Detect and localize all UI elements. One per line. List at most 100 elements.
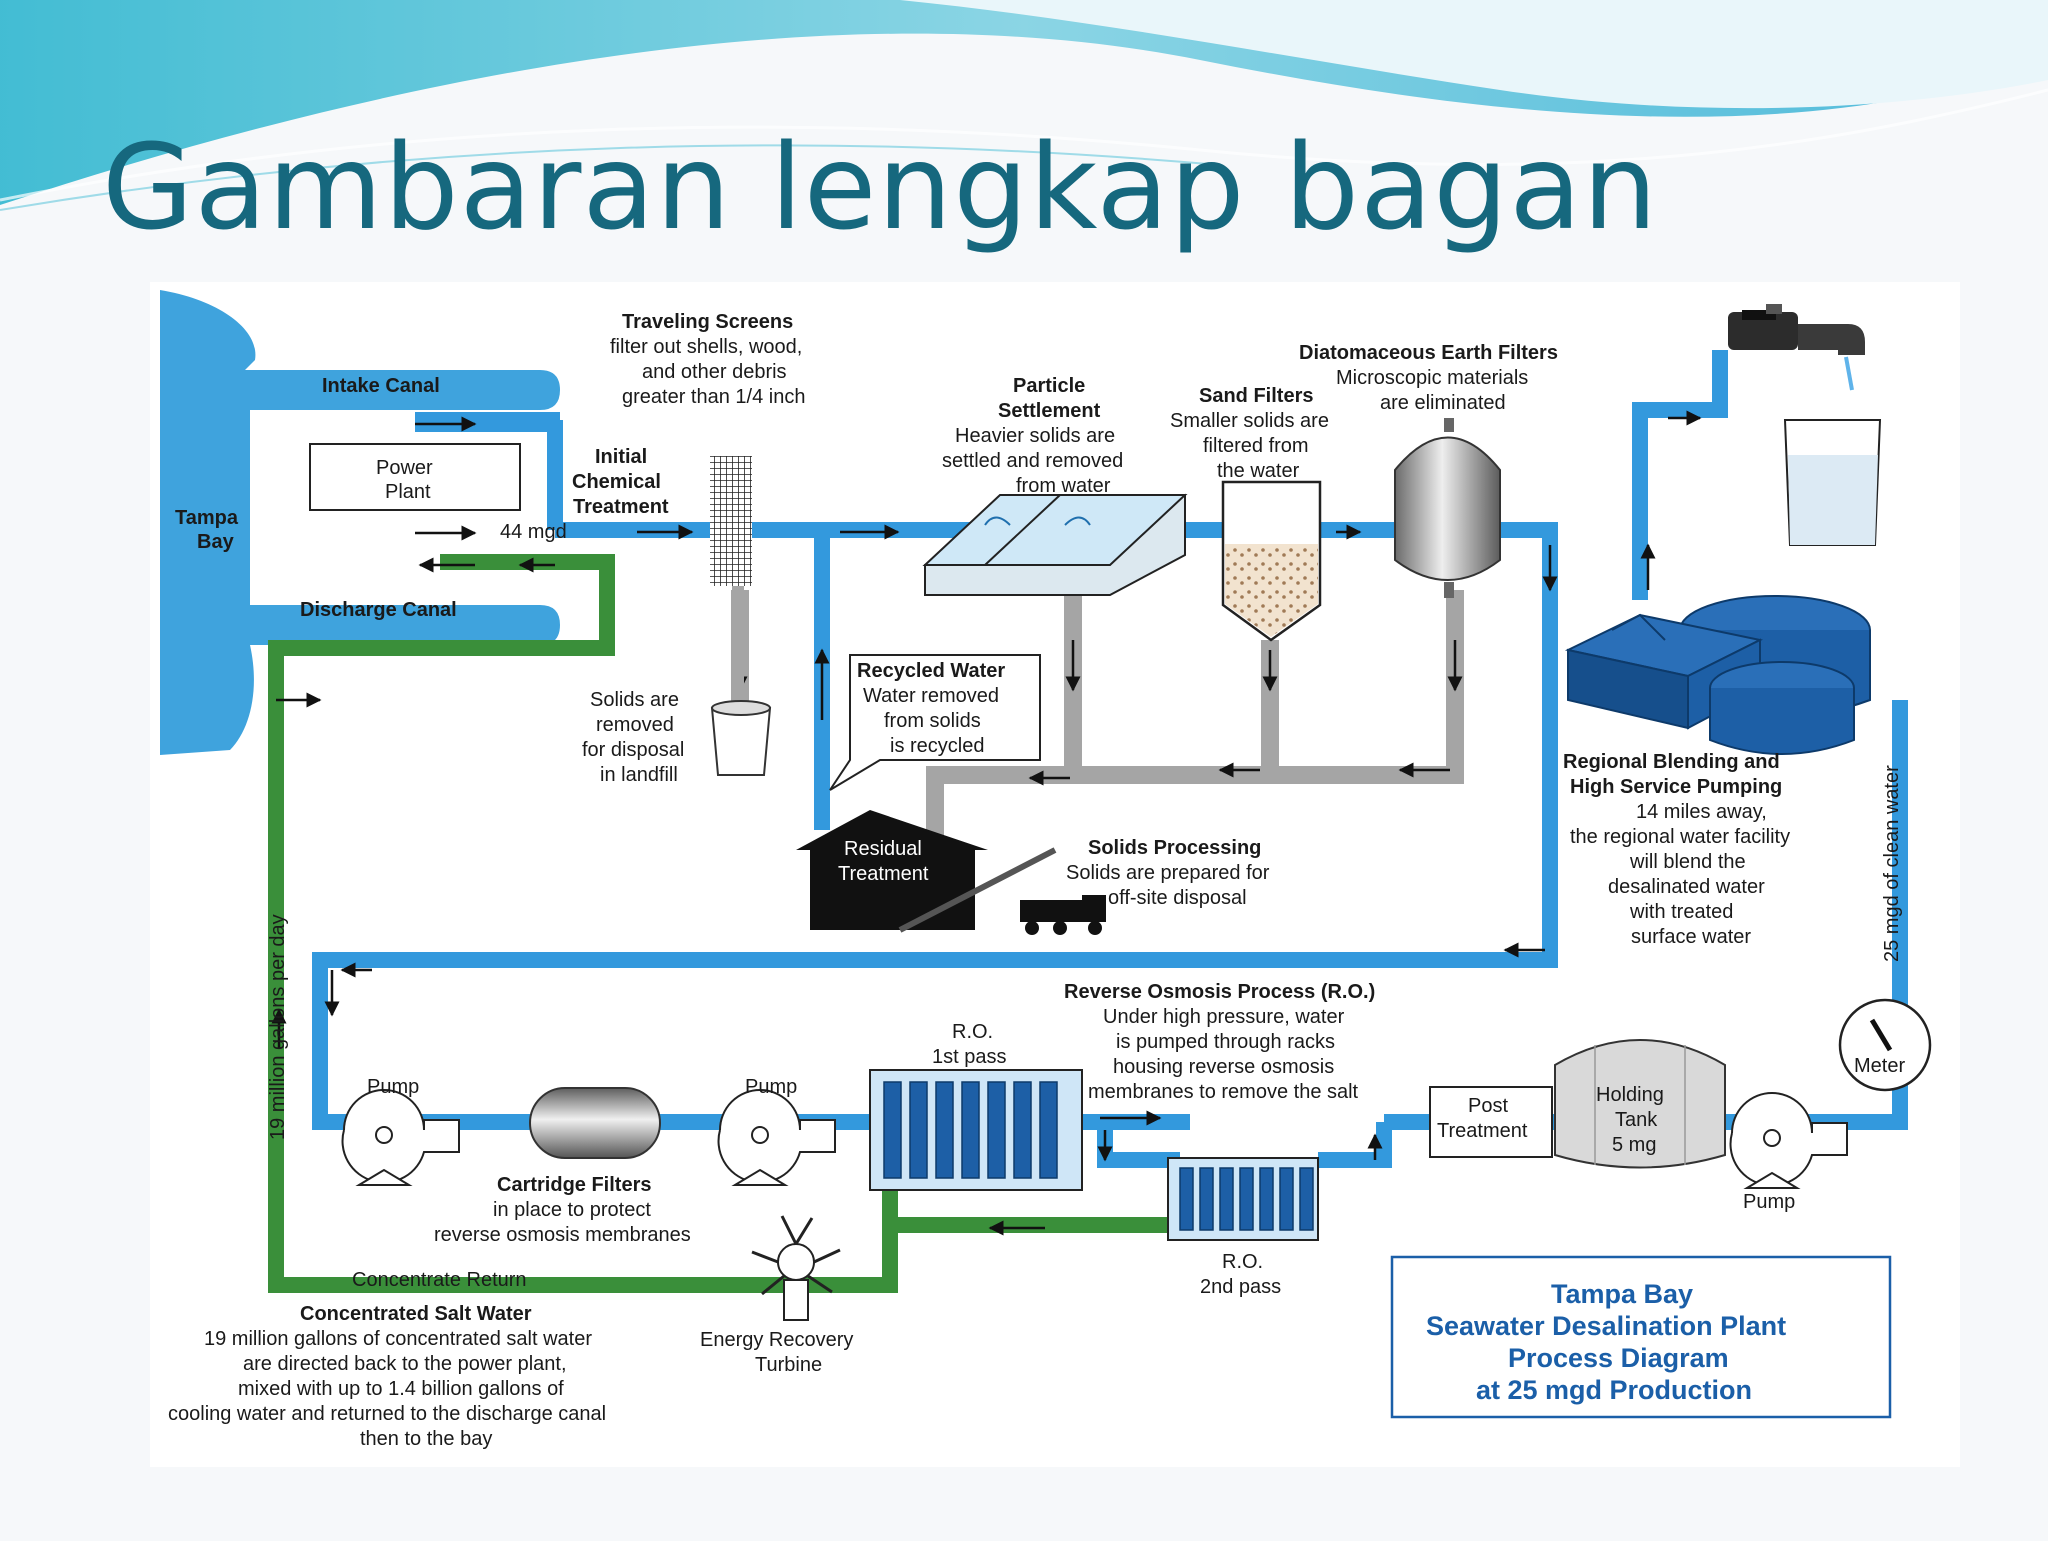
particle-title-2: Settlement [998,400,1101,422]
regional-title-2: High Service Pumping [1570,776,1782,798]
pump-label-2: Pump [745,1076,797,1098]
salt-body-2: are directed back to the power plant, [243,1353,567,1375]
salt-body-3: mixed with up to 1.4 billion gallons of [238,1378,564,1400]
initial-chem-1: Initial [595,446,647,468]
recycled-title: Recycled Water [857,660,1005,682]
salt-body-5: then to the bay [360,1428,492,1450]
cartridge-title: Cartridge Filters [497,1174,651,1196]
residual-building-roof [796,810,988,850]
ro-title: Reverse Osmosis Process (R.O.) [1064,981,1375,1003]
traveling-screens-3: greater than 1/4 inch [622,386,805,408]
diatom-title: Diatomaceous Earth Filters [1299,342,1558,364]
meter-label: Meter [1854,1055,1905,1077]
holding-label-2: Tank [1615,1109,1658,1131]
recycled-callout [829,654,1041,791]
water-glass-icon [1783,419,1882,546]
residual-2: Treatment [838,863,929,885]
box-line-2: Seawater Desalination Plant [1426,1311,1786,1341]
cartridge-body-1: in place to protect [493,1199,651,1221]
green-concentrate-pipe [268,554,1175,1293]
salt-body-1: 19 million gallons of concentrated salt … [204,1328,592,1350]
solids-removed-2: removed [596,714,674,736]
regional-title-1: Regional Blending and [1563,751,1780,773]
faucet-icon [1728,304,1865,391]
settlement-basin [922,493,1188,596]
header-wave [0,0,2048,211]
energy-label-1: Energy Recovery [700,1329,853,1351]
traveling-screen [710,456,752,586]
solids-proc-2: off-site disposal [1108,887,1247,909]
cartridge-body-2: reverse osmosis membranes [434,1224,691,1246]
solids-proc-title: Solids Processing [1088,837,1261,859]
solids-proc-1: Solids are prepared for [1066,862,1270,884]
pump-label-1: Pump [367,1076,419,1098]
box-line-3: Process Diagram [1508,1343,1729,1373]
ro-body-3: housing reverse osmosis [1113,1056,1334,1078]
intake-canal-label: Intake Canal [322,375,440,397]
diatom-body-1: Microscopic materials [1336,367,1528,389]
residual-1: Residual [844,838,922,860]
regional-body-1: 14 miles away, [1636,801,1767,823]
regional-body-3: will blend the [1629,851,1746,873]
particle-body-2: settled and removed [942,450,1123,472]
initial-chem-2: Chemical [572,471,661,493]
post-label-2: Treatment [1437,1120,1528,1142]
ro-first-pass [869,1069,1083,1191]
truck-icon [1020,895,1106,935]
sand-filter [1221,480,1322,642]
salt-title: Concentrated Salt Water [300,1303,532,1325]
regional-body-2: the regional water facility [1570,826,1790,848]
energy-label-2: Turbine [755,1354,822,1376]
regional-body-4: desalinated water [1608,876,1765,898]
nineteen-mgd-label: 19 million gallons per day [267,914,289,1140]
disposal-bucket [710,707,772,776]
box-line-1: Tampa Bay [1551,1279,1693,1309]
particle-title-1: Particle [1013,375,1085,397]
particle-body-1: Heavier solids are [955,425,1115,447]
sand-body-3: the water [1217,460,1300,482]
box-line-4: at 25 mgd Production [1476,1375,1752,1405]
holding-tank [1554,1039,1726,1169]
clean-water-label: 25 mgd of clean water [1881,765,1903,962]
cartridge-filter [529,1087,661,1159]
power-plant-label-2: Plant [385,481,431,503]
ro-body-4: membranes to remove the salt [1088,1081,1359,1103]
production-box [1390,1255,1892,1419]
tampa-bay-label-2: Bay [197,531,235,553]
solids-removed-4: in landfill [600,764,678,786]
holding-label-1: Holding [1596,1084,1664,1106]
ro2-label-1: R.O. [1222,1251,1263,1273]
ro-body-1: Under high pressure, water [1103,1006,1345,1028]
slide-title: Gambaran lengkap bagan [102,118,1659,256]
ro1-label-2: 1st pass [932,1046,1006,1068]
recycled-body-3: is recycled [890,735,984,757]
power-plant-box [309,443,521,511]
pump-icon-2 [717,1089,836,1186]
ro-second-pass [1167,1157,1319,1241]
recycled-body-2: from solids [884,710,981,732]
sand-title: Sand Filters [1199,385,1313,407]
salt-body-4: cooling water and returned to the discha… [168,1403,606,1425]
flow-44-label: 44 mgd [500,521,567,543]
diagram-text: Intake Canal Tampa Bay Power Plant 44 mg… [168,311,1905,1450]
turbine-icon [751,1215,841,1321]
initial-chem-3: Treatment [573,496,669,518]
tampa-bay-water [160,290,560,755]
post-label-1: Post [1468,1095,1508,1117]
traveling-screens-2: and other debris [642,361,787,383]
holding-label-3: 5 mg [1612,1134,1656,1156]
diatom-body-2: are eliminated [1380,392,1506,414]
pump-icon-1 [341,1089,460,1186]
concentrate-return-label: Concentrate Return [352,1269,527,1291]
traveling-screens-1: filter out shells, wood, [610,336,802,358]
power-plant-label-1: Power [376,457,433,479]
sand-body-2: filtered from [1203,435,1309,457]
blending-tanks [1564,595,1871,755]
traveling-screens-title: Traveling Screens [622,311,793,333]
residual-building [810,850,975,930]
particle-body-3: from water [1016,475,1111,497]
discharge-canal-label: Discharge Canal [300,599,457,621]
solids-removed-3: for disposal [582,739,684,761]
